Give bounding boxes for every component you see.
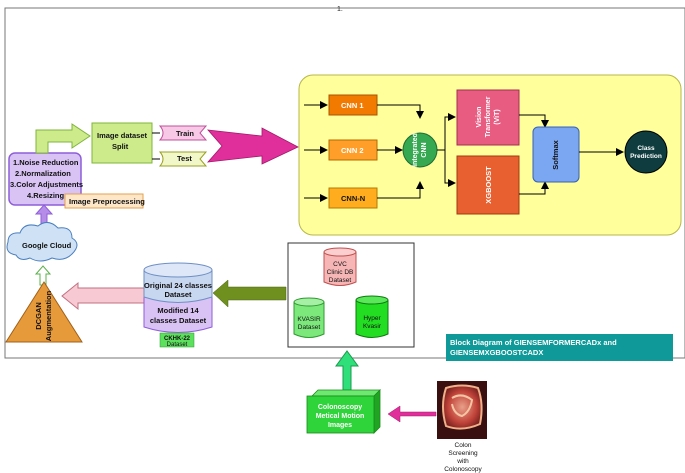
colon-illustration bbox=[442, 384, 483, 430]
split-line-1: Image dataset bbox=[97, 131, 148, 140]
colonoscopy-box-top bbox=[311, 389, 381, 397]
dcgan-label-1: DCGAN bbox=[34, 302, 43, 330]
vit-label-2: Transformer bbox=[485, 96, 492, 137]
up-arrow-to-cloud bbox=[34, 265, 52, 286]
preprocess-step-1: 1.Noise Reduction bbox=[13, 158, 79, 167]
arrow-xgb-to-softmax bbox=[519, 181, 549, 195]
image-preprocessing-label: Image Preprocessing bbox=[69, 197, 145, 206]
kvasir-label-1: KVASIR bbox=[297, 316, 321, 323]
ckhk-label-box bbox=[159, 332, 195, 348]
magenta-arrow-to-model bbox=[207, 127, 299, 165]
hyper-kvasir-label-2: Kvasir bbox=[363, 323, 382, 330]
magenta-arrow-to-colonoscopy bbox=[387, 405, 437, 423]
vit-label-3: (ViT) bbox=[494, 109, 501, 124]
colon-label-3: with bbox=[456, 458, 469, 465]
preprocess-step-3: 3.Color Adjustments bbox=[10, 180, 83, 189]
page-number: 1. bbox=[337, 6, 343, 13]
kvasir-label-2: Dataset bbox=[298, 324, 321, 331]
xgboost-label: XGBOOST bbox=[484, 166, 493, 204]
softmax-label: Softmax bbox=[551, 139, 560, 169]
cvc-label-1: CVC bbox=[333, 261, 347, 268]
colon-label-4: Colonoscopy bbox=[444, 466, 482, 473]
hyper-kvasir-label-1: Hyper bbox=[363, 315, 381, 322]
kvasir-cylinder bbox=[293, 302, 325, 338]
dataset-cylinder-cap bbox=[143, 262, 213, 278]
cvc-label-3: Dataset bbox=[329, 277, 352, 284]
olive-arrow-to-cylinder bbox=[212, 279, 287, 308]
modified-dataset-line-1: Modified 14 bbox=[157, 306, 199, 315]
green-arrow-to-datasets bbox=[335, 350, 359, 391]
cnn1-label: CNN 1 bbox=[341, 101, 364, 110]
caption-box bbox=[446, 334, 673, 361]
integrated-cnn-node bbox=[402, 132, 438, 168]
class-prediction-node bbox=[624, 130, 668, 174]
cvc-cylinder-cap bbox=[323, 247, 357, 257]
caption-line-1: Block Diagram of GIENSEMFORMERCADx and bbox=[450, 338, 617, 347]
colon-label-2: Screening bbox=[448, 450, 478, 457]
arrow-integrated-to-vit bbox=[437, 113, 456, 151]
preprocess-step-2: 2.Normalization bbox=[15, 169, 71, 178]
test-shape bbox=[158, 151, 208, 167]
colon-label-1: Colon bbox=[455, 442, 472, 449]
ckhk-label-1: CKHK-22 bbox=[164, 336, 191, 342]
class-prediction-label-1: Class bbox=[637, 145, 655, 152]
preprocess-step-4: 4.Resizing bbox=[27, 191, 65, 200]
original-dataset-line-2: Dataset bbox=[164, 290, 192, 299]
colon-intestine-detail bbox=[451, 394, 474, 418]
hyper-kvasir-cylinder bbox=[355, 300, 389, 338]
dcgan-triangle bbox=[5, 281, 83, 343]
colonoscopy-box-side bbox=[373, 389, 381, 434]
xgboost-box bbox=[456, 155, 520, 215]
dataset-cylinder-top bbox=[143, 270, 213, 303]
ckhk-label-2: Dataset bbox=[167, 342, 188, 348]
test-label: Test bbox=[177, 154, 192, 163]
hyper-kvasir-cylinder-cap bbox=[355, 295, 389, 305]
integrated-label-2: CNN bbox=[421, 142, 428, 157]
original-dataset-line-1: Original 24 classes bbox=[144, 281, 212, 290]
integrated-label-1: Integrated bbox=[412, 133, 419, 167]
kvasir-cylinder-cap bbox=[293, 297, 325, 307]
pink-arrow-to-dcgan bbox=[61, 281, 145, 311]
caption-line-2: GIENSEMXGBOOSTCADX bbox=[450, 348, 543, 357]
train-label: Train bbox=[176, 129, 194, 138]
colonoscopy-label-3: Images bbox=[328, 422, 352, 429]
colonoscopy-box bbox=[306, 395, 375, 434]
arrow-cnnn-to-integrated bbox=[377, 181, 424, 199]
colonoscopy-label-2: Metical Motion bbox=[316, 413, 365, 420]
image-preprocessing-label-box bbox=[64, 193, 144, 209]
arrow-integrated-to-xgb bbox=[444, 150, 456, 187]
class-prediction-label-2: Prediction bbox=[630, 153, 662, 160]
google-cloud-label: Google Cloud bbox=[22, 241, 72, 250]
softmax-box bbox=[532, 126, 580, 183]
arrow-cnn1-to-integrated bbox=[377, 104, 424, 119]
google-cloud-shape bbox=[6, 222, 78, 262]
modified-dataset-line-2: classes Dataset bbox=[150, 316, 207, 325]
cnnn-label: CNN-N bbox=[341, 194, 365, 203]
train-shape bbox=[158, 125, 208, 141]
split-line-2: Split bbox=[112, 142, 129, 151]
colonoscopy-label-1: Colonoscopy bbox=[318, 404, 362, 411]
vit-box bbox=[456, 89, 520, 146]
model-panel bbox=[298, 74, 682, 236]
cvc-label-2: Clinic DB bbox=[327, 269, 354, 276]
image-split-box bbox=[91, 122, 153, 164]
cvc-cylinder bbox=[323, 252, 357, 286]
vit-label-1: Vision bbox=[476, 107, 483, 128]
bent-arrow-to-split bbox=[35, 123, 91, 154]
cnn2-label: CNN 2 bbox=[341, 146, 364, 155]
dcgan-label-2: Augmentation bbox=[44, 290, 53, 341]
arrow-vit-to-softmax bbox=[519, 114, 549, 128]
